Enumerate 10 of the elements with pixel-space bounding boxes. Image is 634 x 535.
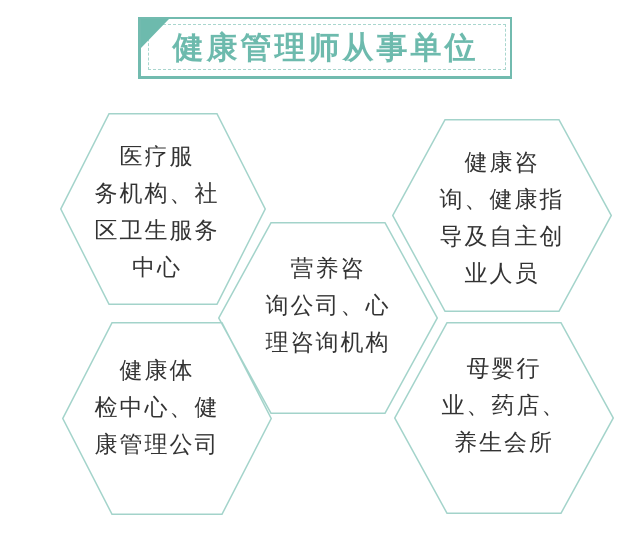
hexagon-tile xyxy=(60,113,266,305)
hexagon-label: 健康咨询、健康指导及自主创业人员 xyxy=(438,148,566,288)
hexagon-label: 营养咨询公司、心理咨询机构 xyxy=(264,254,392,358)
hexagon-label: 医疗服务机构、社区卫生服务中心 xyxy=(94,143,220,283)
hexagon-label: 母婴行业、药店、养生会所 xyxy=(440,354,568,458)
hexagon-tile xyxy=(394,322,614,514)
hexagon-tile xyxy=(218,222,438,414)
hexagon-label: 健康体检中心、健康管理公司 xyxy=(94,357,220,460)
title-text: 健康管理师从事单位 xyxy=(172,28,478,66)
hexagon-tile xyxy=(392,119,612,312)
